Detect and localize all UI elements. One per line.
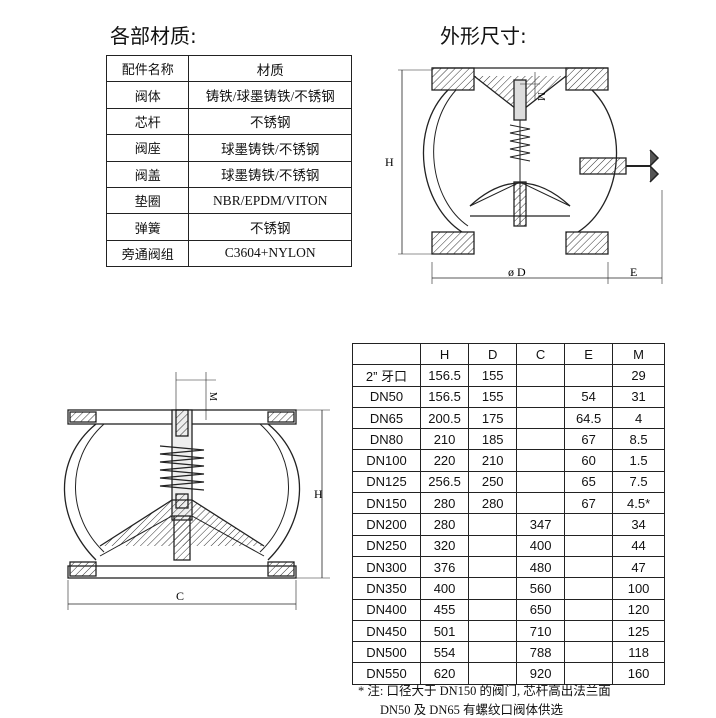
dim-value-cell: 501 — [419, 619, 470, 643]
top-m-label: M — [535, 92, 546, 101]
materials-part-cell: 垫圈 — [105, 186, 190, 215]
bypass-valve — [579, 157, 627, 175]
materials-value-cell: 铸铁/球墨铸铁/不锈钢 — [188, 81, 352, 109]
materials-header-part: 配件名称 — [105, 54, 190, 83]
materials-value-cell: 不锈钢 — [188, 107, 352, 136]
dim-value-cell: 400 — [516, 534, 566, 557]
dim-value-cell: 920 — [516, 662, 566, 685]
dim-value-cell: 8.5 — [612, 428, 665, 451]
dim-value-cell: 54 — [564, 385, 614, 408]
bottom-m-label: M — [207, 392, 218, 401]
dim-value-cell: 156.5 — [419, 364, 470, 387]
dim-value-cell: 47 — [612, 555, 665, 579]
bottom-c-label: C — [176, 589, 184, 603]
materials-value-cell: C3604+NYLON — [188, 239, 352, 268]
dim-value-cell: 280 — [468, 492, 518, 515]
materials-value-cell: 球墨铸铁/不锈钢 — [188, 160, 352, 188]
materials-part-cell: 弹簧 — [105, 213, 190, 241]
materials-value-cell: NBR/EPDM/VITON — [188, 186, 352, 215]
dim-value-cell: 320 — [419, 534, 470, 557]
materials-row: 芯杆不锈钢 — [105, 107, 352, 136]
dim-value-cell: 100 — [612, 577, 665, 600]
dim-value-cell: 560 — [516, 577, 566, 600]
top-d-label: ø D — [508, 265, 526, 279]
top-right-flange — [565, 67, 609, 91]
dim-value-cell: 620 — [419, 662, 470, 685]
bottom-left-flange — [431, 231, 475, 255]
top-spring — [509, 124, 531, 162]
note-line-1: * 注: 口径大于 DN150 的阀门, 芯杆高出法兰面 — [358, 684, 611, 698]
dim-value-cell: 67 — [564, 492, 614, 515]
dim-value-cell — [468, 662, 518, 685]
bottom-valve-drawing — [63, 372, 330, 610]
dim-value-cell: 210 — [419, 428, 470, 451]
dim-size-cell: DN550 — [352, 662, 421, 685]
dim-value-cell: 280 — [419, 492, 470, 515]
bottom-body-right — [267, 423, 301, 561]
dim-value-cell: 156.5 — [419, 385, 470, 408]
bottom-body-left — [63, 423, 97, 561]
dim-value-cell: 650 — [516, 598, 566, 621]
materials-part-cell: 芯杆 — [105, 107, 190, 136]
dim-value-cell: 175 — [468, 406, 518, 430]
dim-value-cell: 34 — [612, 513, 665, 536]
top-left-flange — [431, 67, 475, 91]
dim-value-cell: 160 — [612, 662, 665, 685]
dim-value-cell — [564, 662, 614, 685]
dim-value-cell: 280 — [419, 513, 470, 536]
materials-part-cell: 阀盖 — [105, 160, 190, 188]
materials-heading: 各部材质: — [110, 24, 197, 48]
top-e-label: E — [630, 265, 637, 279]
note-line-2: DN50 及 DN65 有螺纹口阀体供选 — [380, 703, 563, 717]
dim-value-cell: 200.5 — [419, 406, 470, 430]
materials-part-cell: 阀体 — [105, 81, 190, 109]
bottom-right-flange — [565, 231, 609, 255]
stem-guide — [513, 79, 527, 121]
dim-value-cell: 4.5* — [612, 492, 665, 515]
bottom-spring — [159, 445, 205, 491]
dim-value-cell: 400 — [419, 577, 470, 600]
top-h-label: H — [385, 155, 394, 169]
materials-row: 阀体铸铁/球墨铸铁/不锈钢 — [105, 81, 352, 109]
handwheel — [648, 149, 660, 183]
materials-row: 阀盖球墨铸铁/不锈钢 — [105, 160, 352, 188]
dim-size-cell: DN65 — [352, 406, 421, 430]
materials-row: 弹簧不锈钢 — [105, 213, 352, 241]
materials-table: 配件名称 材质 阀体铸铁/球墨铸铁/不锈钢芯杆不锈钢阀座球墨铸铁/不锈钢阀盖球墨… — [105, 54, 352, 268]
body-left-wall — [422, 89, 463, 233]
bottom-h-label: H — [314, 487, 323, 501]
bottom-bottom-flange — [67, 565, 297, 579]
dim-value-cell: 376 — [419, 555, 470, 579]
materials-value-cell: 不锈钢 — [188, 213, 352, 241]
materials-part-cell: 阀座 — [105, 134, 190, 162]
materials-value-cell: 球墨铸铁/不锈钢 — [188, 134, 352, 162]
top-valve-drawing — [398, 67, 663, 284]
dim-value-cell: 554 — [419, 641, 470, 664]
dimensions-heading: 外形尺寸: — [440, 24, 527, 48]
materials-part-cell: 旁通阀组 — [105, 239, 190, 268]
materials-row: 阀座球墨铸铁/不锈钢 — [105, 134, 352, 162]
